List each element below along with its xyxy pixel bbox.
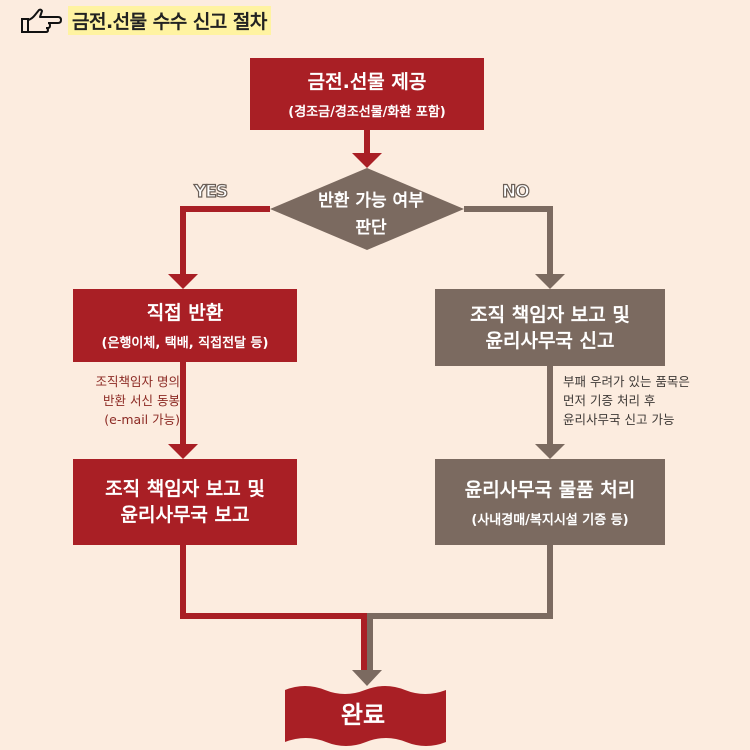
arrow-down-icon — [352, 153, 382, 168]
no-report-line2: 윤리사무국 신고 — [485, 329, 615, 352]
no-label: NO — [501, 181, 530, 202]
start-box: 금전.선물 제공 (경조금/경조선물/화환 포함) — [250, 58, 484, 130]
yes-note: 조직책임자 명의 반환 서신 동봉 (e-mail 가능) — [60, 372, 180, 429]
final-label: 완료 — [340, 701, 386, 729]
no-note: 부패 우려가 있는 품목은 먼저 기증 처리 후 윤리사무국 신고 가능 — [563, 372, 743, 429]
direct-return-main: 직접 반환 — [146, 302, 224, 324]
title-bar: 금전.선물 수수 신고 절차 — [20, 6, 271, 35]
pointing-hand-icon — [21, 8, 62, 33]
goods-process-box: 윤리사무국 물품 처리 (사내경매/복지시설 기증 등) — [435, 459, 665, 545]
yes-label: YES — [193, 181, 228, 202]
direct-return-sub: (은행이체, 택배, 직접전달 등) — [101, 336, 269, 351]
goods-process-sub: (사내경매/복지시설 기증 등) — [471, 512, 629, 528]
decision-diamond — [270, 168, 464, 250]
no-note-line1: 부패 우려가 있는 품목은 — [563, 374, 690, 389]
no-note-line2: 먼저 기증 처리 후 — [563, 393, 656, 408]
yes-note-line3: (e-mail 가능) — [104, 412, 180, 427]
yes-report-line2: 윤리사무국 보고 — [120, 504, 250, 526]
direct-return-box: 직접 반환 (은행이체, 택배, 직접전달 등) — [73, 289, 297, 362]
page-title: 금전.선물 수수 신고 절차 — [68, 6, 271, 35]
no-report-box: 조직 책임자 보고 및 윤리사무국 신고 — [435, 289, 665, 366]
goods-process-main: 윤리사무국 물품 처리 — [464, 478, 636, 501]
decision-line2: 판단 — [355, 218, 387, 238]
arrow-down-icon — [168, 444, 198, 459]
yes-note-line2: 반환 서신 동봉 — [103, 393, 180, 408]
no-note-line3: 윤리사무국 신고 가능 — [563, 412, 675, 427]
final-banner — [285, 686, 446, 746]
arrow-down-icon — [535, 274, 565, 289]
no-report-line1: 조직 책임자 보고 및 — [470, 303, 630, 326]
arrow-down-icon — [168, 274, 198, 289]
arrow-down-icon — [535, 444, 565, 459]
decision-line1: 반환 가능 여부 — [318, 191, 424, 211]
decision-text: 반환 가능 여부 판단 — [262, 188, 480, 242]
yes-report-box: 조직 책임자 보고 및 윤리사무국 보고 — [73, 459, 297, 545]
yes-note-line1: 조직책임자 명의 — [95, 374, 180, 389]
start-main: 금전.선물 제공 — [307, 70, 427, 93]
start-sub: (경조금/경조선물/화환 포함) — [288, 104, 446, 120]
arrow-down-icon — [352, 670, 382, 686]
yes-report-line1: 조직 책임자 보고 및 — [105, 478, 265, 500]
